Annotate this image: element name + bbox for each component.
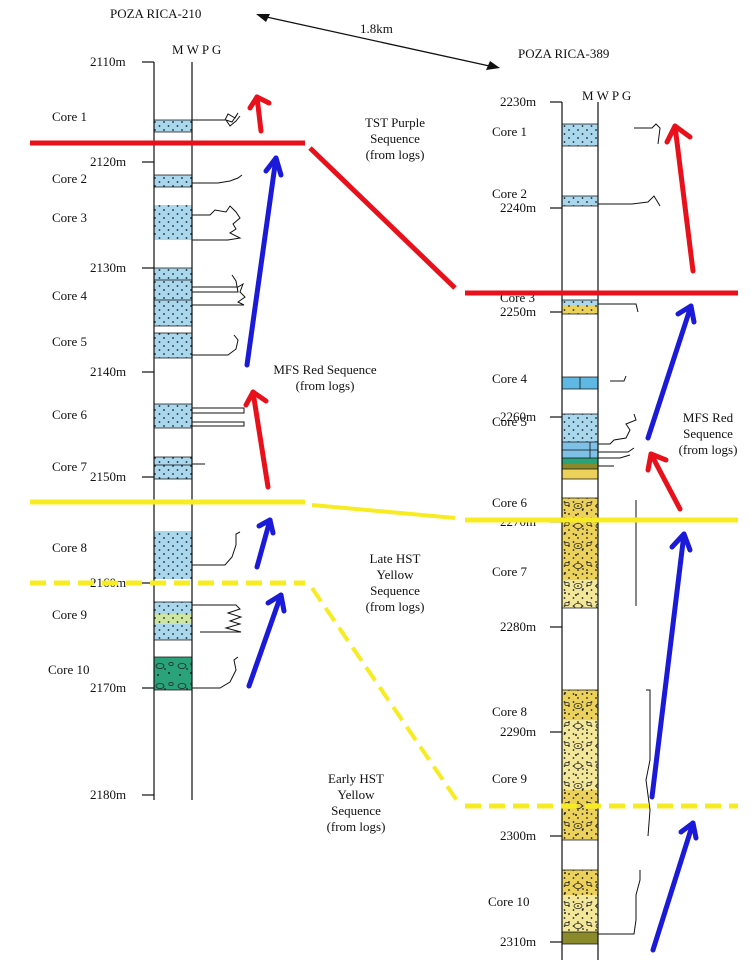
depth-2140m: 2140m bbox=[90, 364, 126, 379]
depth-2280m: 2280m bbox=[500, 619, 536, 634]
svg-text:Early HST: Early HST bbox=[328, 771, 384, 786]
red-arrow-right-2 bbox=[645, 451, 683, 512]
left-core-8: Core 8 bbox=[52, 540, 87, 555]
right-core-1: Core 1 bbox=[492, 124, 527, 139]
red-correlation-line bbox=[308, 146, 457, 290]
sequence-label-mfs-left: MFS Red Sequence (from logs) bbox=[273, 362, 377, 393]
depth-2110m: 2110m bbox=[90, 54, 126, 69]
svg-text:Sequence: Sequence bbox=[331, 803, 381, 818]
svg-text:Sequence: Sequence bbox=[370, 131, 420, 146]
svg-text:Yellow: Yellow bbox=[338, 787, 376, 802]
distance-label: 1.8km bbox=[360, 21, 393, 36]
svg-text:(from logs): (from logs) bbox=[296, 378, 355, 393]
correlation-lines bbox=[30, 140, 738, 809]
sequence-label-mfs-right: MFS Red Sequence (from logs) bbox=[679, 410, 738, 457]
depth-2290m: 2290m bbox=[500, 724, 536, 739]
depth-2310m: 2310m bbox=[500, 934, 536, 949]
depth-2240m: 2240m bbox=[500, 200, 536, 215]
right-core-6: Core 6 bbox=[492, 495, 528, 510]
yellow-dashed-correlation bbox=[310, 586, 462, 807]
right-core-7: Core 7 bbox=[492, 564, 528, 579]
right-core-8: Core 8 bbox=[492, 704, 527, 719]
blue-arrow-left-3 bbox=[246, 592, 287, 689]
depth-2180m: 2180m bbox=[90, 787, 126, 802]
well-title-pr210: POZA RICA-210 bbox=[110, 6, 201, 21]
svg-text:(from logs): (from logs) bbox=[366, 599, 425, 614]
left-core-3: Core 3 bbox=[52, 210, 87, 225]
right-well-column bbox=[550, 101, 661, 960]
blue-arrow-right-2 bbox=[649, 531, 693, 800]
column-header-left: M W P G bbox=[172, 42, 221, 57]
svg-text:MFS Red Sequence: MFS Red Sequence bbox=[273, 362, 377, 377]
depth-2170m: 2170m bbox=[90, 680, 126, 695]
left-core-10: Core 10 bbox=[48, 662, 90, 677]
svg-text:Sequence: Sequence bbox=[683, 426, 733, 441]
depth-2150m: 2150m bbox=[90, 469, 126, 484]
well-title-pr389: POZA RICA-389 bbox=[518, 46, 609, 61]
left-well-column bbox=[142, 61, 246, 800]
left-core-5: Core 5 bbox=[52, 334, 87, 349]
blue-arrow-right-1 bbox=[645, 303, 697, 441]
depth-2300m: 2300m bbox=[500, 828, 536, 843]
depth-2250m: 2250m bbox=[500, 304, 536, 319]
left-core-4: Core 4 bbox=[52, 288, 88, 303]
depth-2230m: 2230m bbox=[500, 94, 536, 109]
right-core-4: Core 4 bbox=[492, 371, 528, 386]
svg-text:(from logs): (from logs) bbox=[327, 819, 386, 834]
right-core-5: Core 5 bbox=[492, 414, 527, 429]
blue-arrow-right-3 bbox=[650, 820, 699, 953]
left-core-6: Core 6 bbox=[52, 407, 88, 422]
svg-text:Yellow: Yellow bbox=[377, 567, 415, 582]
right-core-2: Core 2 bbox=[492, 186, 527, 201]
yellow-correlation-line bbox=[311, 503, 456, 520]
blue-arrow-left-2 bbox=[254, 517, 276, 570]
svg-text:MFS Red: MFS Red bbox=[683, 410, 734, 425]
svg-text:Late HST: Late HST bbox=[370, 551, 421, 566]
left-core-1: Core 1 bbox=[52, 109, 87, 124]
left-core-7: Core 7 bbox=[52, 459, 88, 474]
left-core-2: Core 2 bbox=[52, 171, 87, 186]
svg-text:(from logs): (from logs) bbox=[679, 442, 738, 457]
red-arrow-left-2 bbox=[243, 389, 271, 490]
trend-arrows bbox=[243, 94, 699, 953]
depth-2130m: 2130m bbox=[90, 260, 126, 275]
svg-text:TST Purple: TST Purple bbox=[365, 115, 425, 130]
red-arrow-right-1 bbox=[664, 123, 696, 274]
right-core-9: Core 9 bbox=[492, 771, 527, 786]
svg-text:(from logs): (from logs) bbox=[366, 147, 425, 162]
column-header-right: M W P G bbox=[582, 88, 631, 103]
blue-arrow-left-1 bbox=[244, 155, 284, 368]
right-core-10: Core 10 bbox=[488, 894, 530, 909]
sequence-label-early-hst: Early HST Yellow Sequence (from logs) bbox=[327, 771, 386, 834]
sequence-label-late-hst: Late HST Yellow Sequence (from logs) bbox=[366, 551, 425, 614]
depth-2260m: 2260m bbox=[500, 409, 536, 424]
sequence-label-tst: TST Purple Sequence (from logs) bbox=[365, 115, 425, 162]
svg-text:Sequence: Sequence bbox=[370, 583, 420, 598]
depth-2120m: 2120m bbox=[90, 154, 126, 169]
distance-arrow bbox=[256, 14, 500, 70]
red-arrow-left-1 bbox=[247, 94, 272, 134]
left-core-9: Core 9 bbox=[52, 607, 87, 622]
